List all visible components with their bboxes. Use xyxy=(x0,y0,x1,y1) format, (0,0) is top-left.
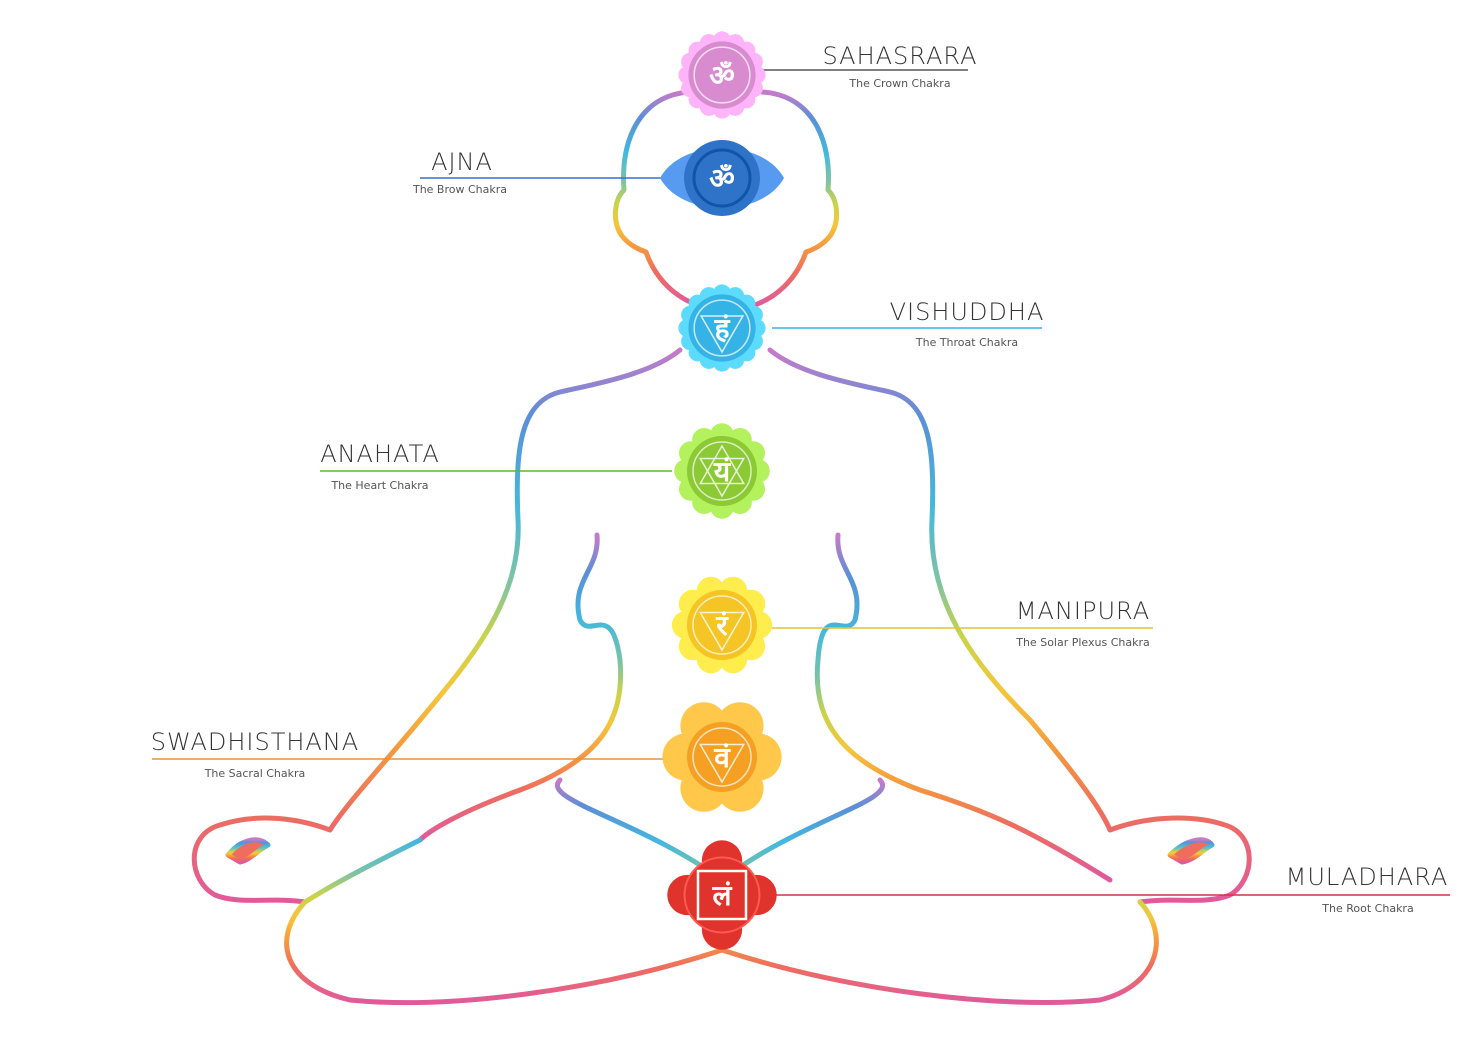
manipura-bija-glyph: रं xyxy=(715,609,729,642)
chakra-name-swadhisthana: SWADHISTHANA xyxy=(151,728,359,756)
sahasrara-inner-ring xyxy=(693,46,751,104)
chakra-name-manipura: MANIPURA xyxy=(1016,597,1150,625)
ajna-bija-glyph: ॐ xyxy=(709,162,735,195)
vishuddha-bija-glyph: हं xyxy=(714,312,731,345)
anahata-core xyxy=(687,436,757,506)
sahasrara-chakra-symbol: ॐ xyxy=(678,31,766,119)
muladhara-square xyxy=(696,869,748,921)
chakra-subtitle-manipura: The Solar Plexus Chakra xyxy=(1015,636,1149,649)
inner-arm-right xyxy=(814,532,1113,883)
torso-left-outline xyxy=(191,347,683,905)
ajna-chakra-symbol: ॐ xyxy=(660,140,784,216)
anahata-inner-ring xyxy=(692,441,752,501)
labels: SAHASRARA The Crown Chakra AJNA The Brow… xyxy=(151,42,1449,915)
sahasrara-bija-glyph: ॐ xyxy=(709,59,735,92)
body-outline xyxy=(191,89,1252,1006)
chakra-subtitle-anahata: The Heart Chakra xyxy=(330,479,428,492)
anahata-triangle xyxy=(698,444,746,498)
inner-arm-left xyxy=(417,532,624,843)
swadhisthana-chakra-symbol: वं xyxy=(662,702,782,812)
chakra-subtitle-swadhisthana: The Sacral Chakra xyxy=(204,767,306,780)
chakra-subtitle-sahasrara: The Crown Chakra xyxy=(848,77,950,90)
sahasrara-core xyxy=(688,41,756,109)
swadhisthana-inner-ring xyxy=(692,727,752,787)
muladhara-chakra-symbol: लं xyxy=(667,840,777,950)
vishuddha-core xyxy=(688,294,756,362)
manipura-core xyxy=(687,590,757,660)
torso-right-outline xyxy=(767,347,1252,905)
chakra-name-anahata: ANAHATA xyxy=(320,440,440,468)
leader-lines xyxy=(152,69,1450,896)
right-hand xyxy=(1167,837,1215,865)
manipura-triangle xyxy=(698,611,746,652)
manipura-inner-ring xyxy=(692,595,752,655)
vishuddha-inner-ring xyxy=(693,299,751,357)
vishuddha-triangle xyxy=(699,315,745,354)
chakra-name-vishuddha: VISHUDDHA xyxy=(890,298,1045,326)
vishuddha-chakra-symbol: हं xyxy=(678,284,766,372)
swadhisthana-bija-glyph: वं xyxy=(713,741,731,774)
chakra-name-muladhara: MULADHARA xyxy=(1286,863,1449,891)
chakra-subtitle-vishuddha: The Throat Chakra xyxy=(915,336,1018,349)
ajna-inner-ring xyxy=(692,148,752,208)
anahata-chakra-symbol: यं xyxy=(674,423,770,519)
swadhisthana-triangle xyxy=(698,743,746,784)
chakra-symbols: ॐ ॐ हं यं रं वं लं xyxy=(660,31,784,950)
chakra-name-ajna: AJNA xyxy=(431,148,493,176)
swadhisthana-core xyxy=(687,722,757,792)
chakra-subtitle-ajna: The Brow Chakra xyxy=(412,183,507,196)
head-outline xyxy=(613,89,839,309)
chakra-name-sahasrara: SAHASRARA xyxy=(822,42,977,70)
anahata-bija-glyph: यं xyxy=(713,455,732,488)
left-hand xyxy=(225,837,271,865)
manipura-chakra-symbol: रं xyxy=(671,576,773,674)
chakra-subtitle-muladhara: The Root Chakra xyxy=(1321,902,1413,915)
muladhara-core xyxy=(683,856,761,934)
muladhara-bija-glyph: लं xyxy=(712,879,733,912)
